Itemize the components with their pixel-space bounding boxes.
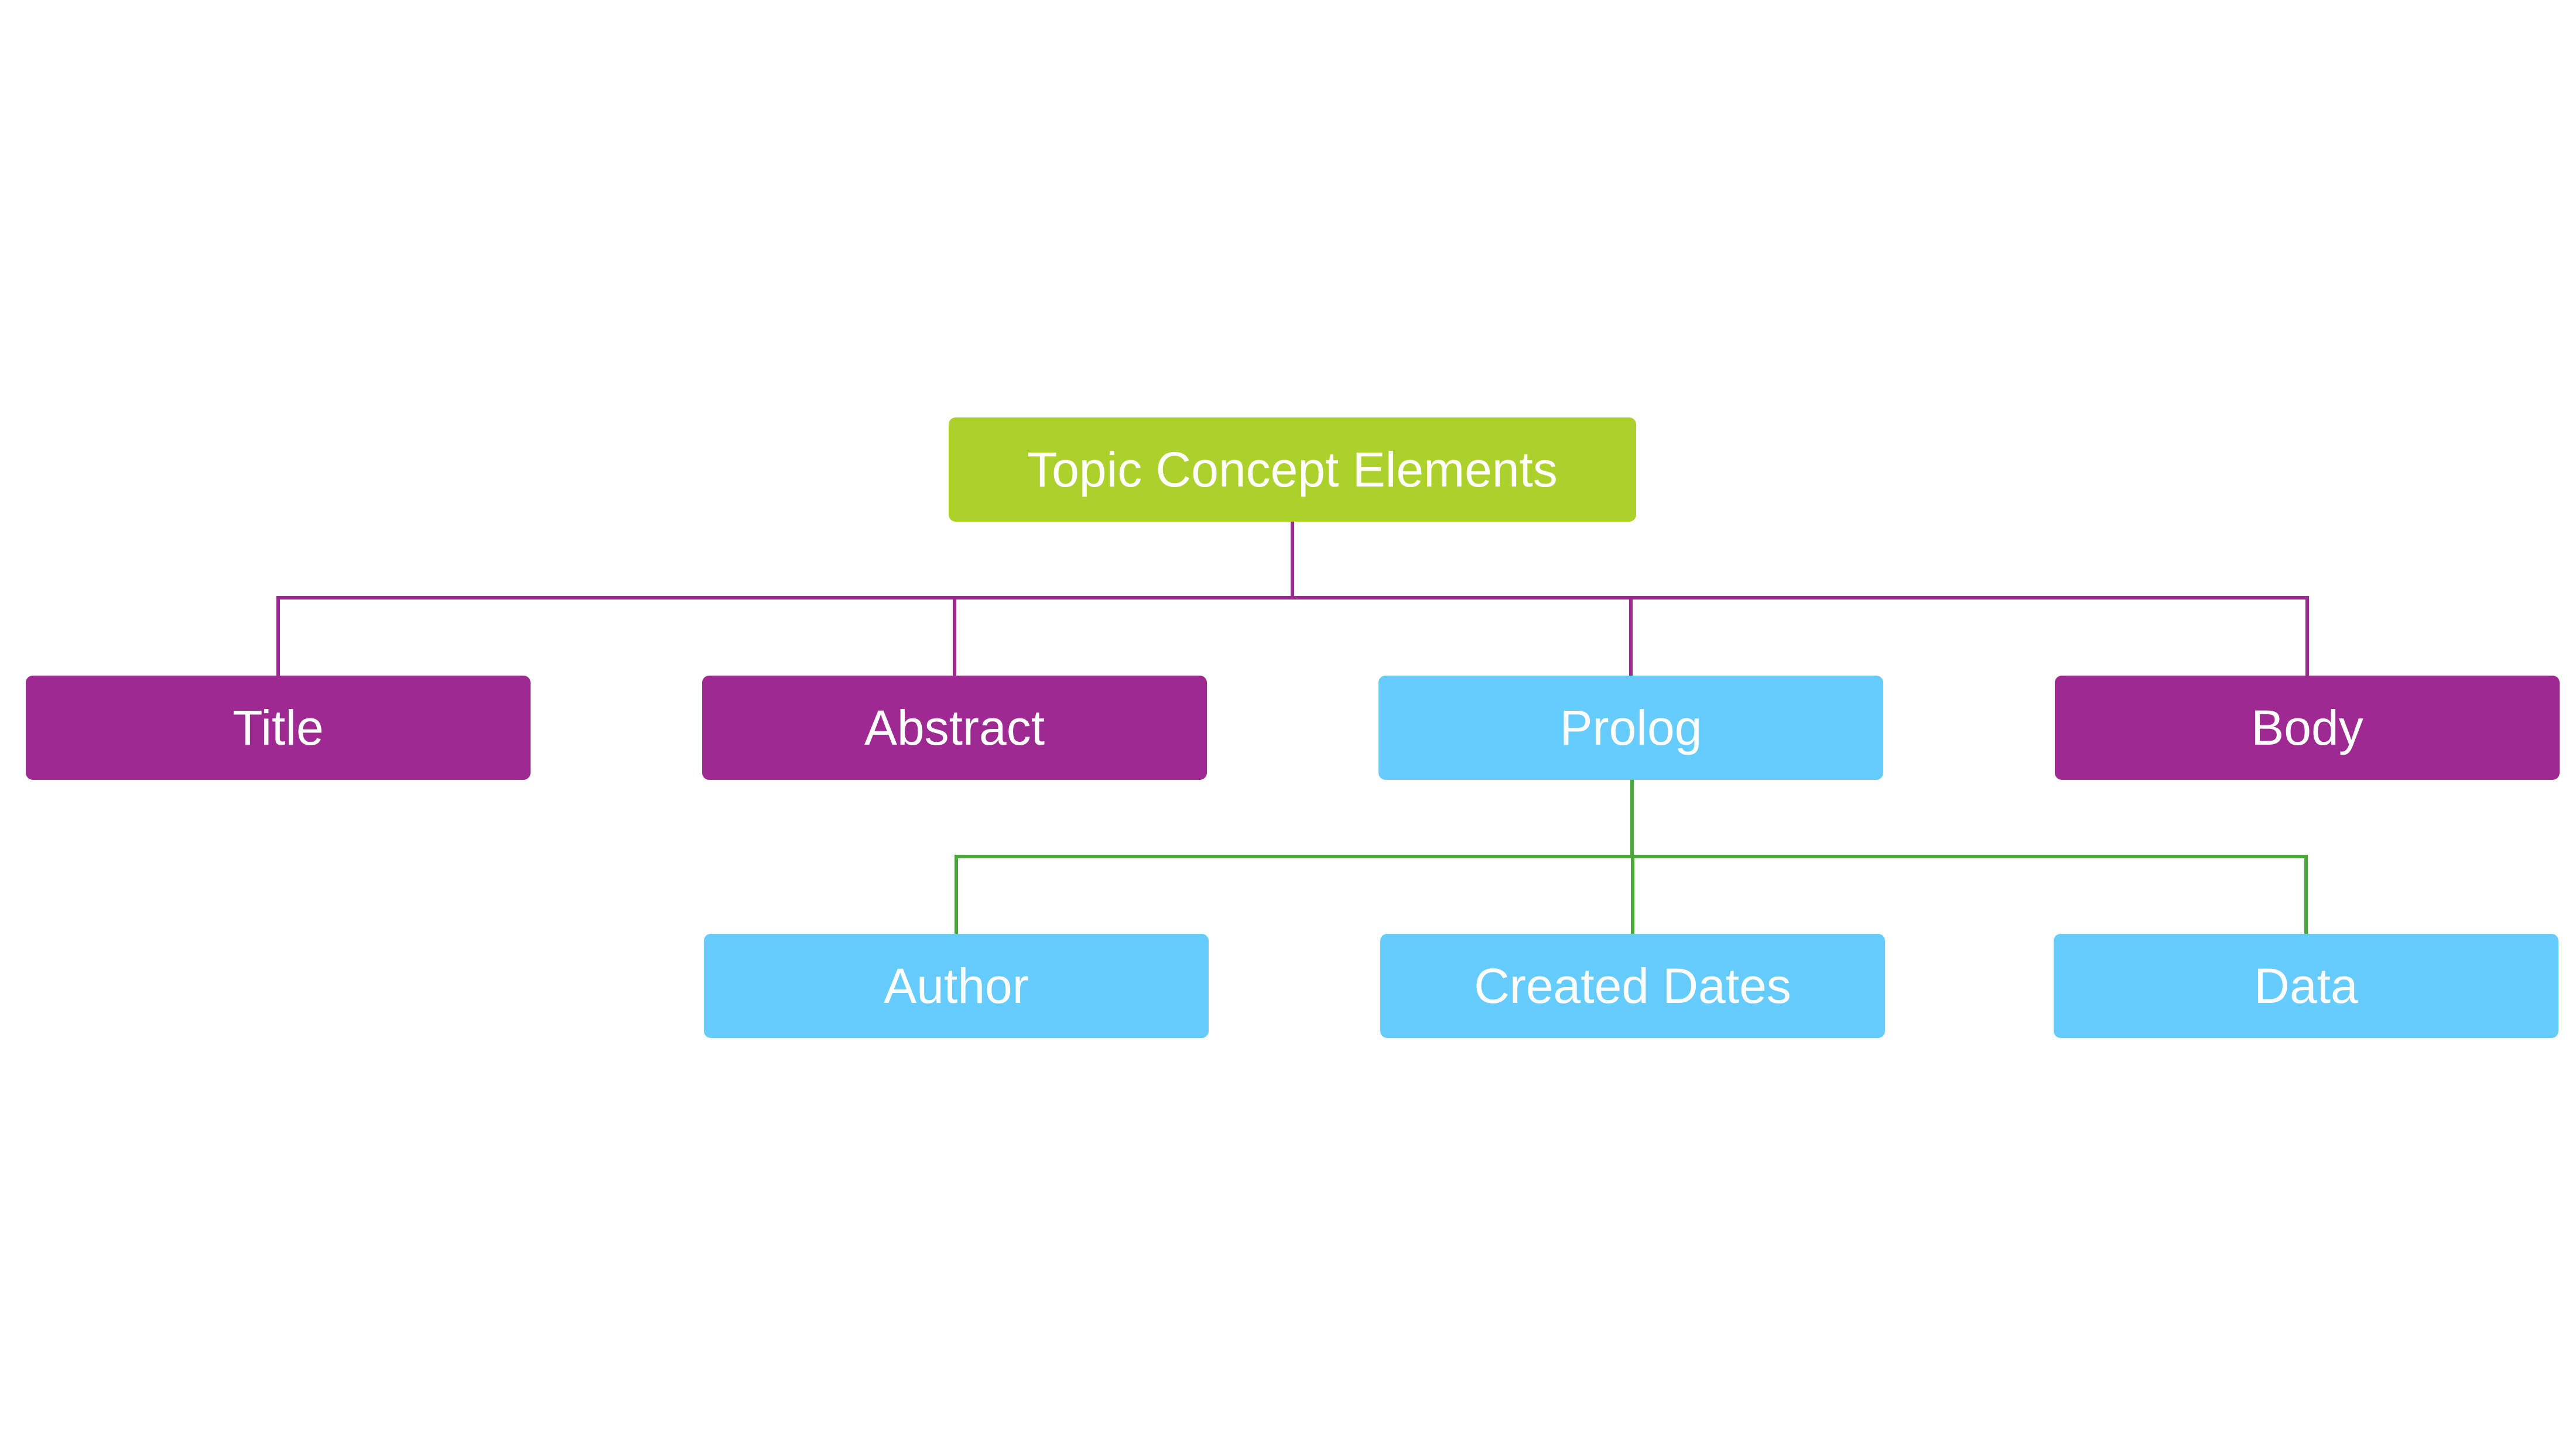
root-node-label: Topic Concept Elements — [1027, 441, 1558, 497]
node-data: Data — [2054, 934, 2558, 1038]
node-title-label: Title — [232, 700, 324, 755]
root-node-topic-concept-elements: Topic Concept Elements — [949, 417, 1636, 522]
node-created-dates: Created Dates — [1380, 934, 1885, 1038]
node-prolog-label: Prolog — [1559, 700, 1702, 755]
node-title: Title — [26, 676, 531, 780]
level1-connectors — [276, 522, 2309, 676]
node-author: Author — [704, 934, 1209, 1038]
node-abstract-label: Abstract — [864, 700, 1045, 755]
node-prolog: Prolog — [1378, 676, 1883, 780]
node-created-dates-label: Created Dates — [1474, 958, 1791, 1013]
node-abstract: Abstract — [702, 676, 1207, 780]
node-body-label: Body — [2251, 700, 2363, 755]
node-body: Body — [2055, 676, 2560, 780]
node-data-label: Data — [2254, 958, 2358, 1013]
node-author-label: Author — [884, 958, 1029, 1013]
level2-connectors — [955, 780, 2308, 934]
